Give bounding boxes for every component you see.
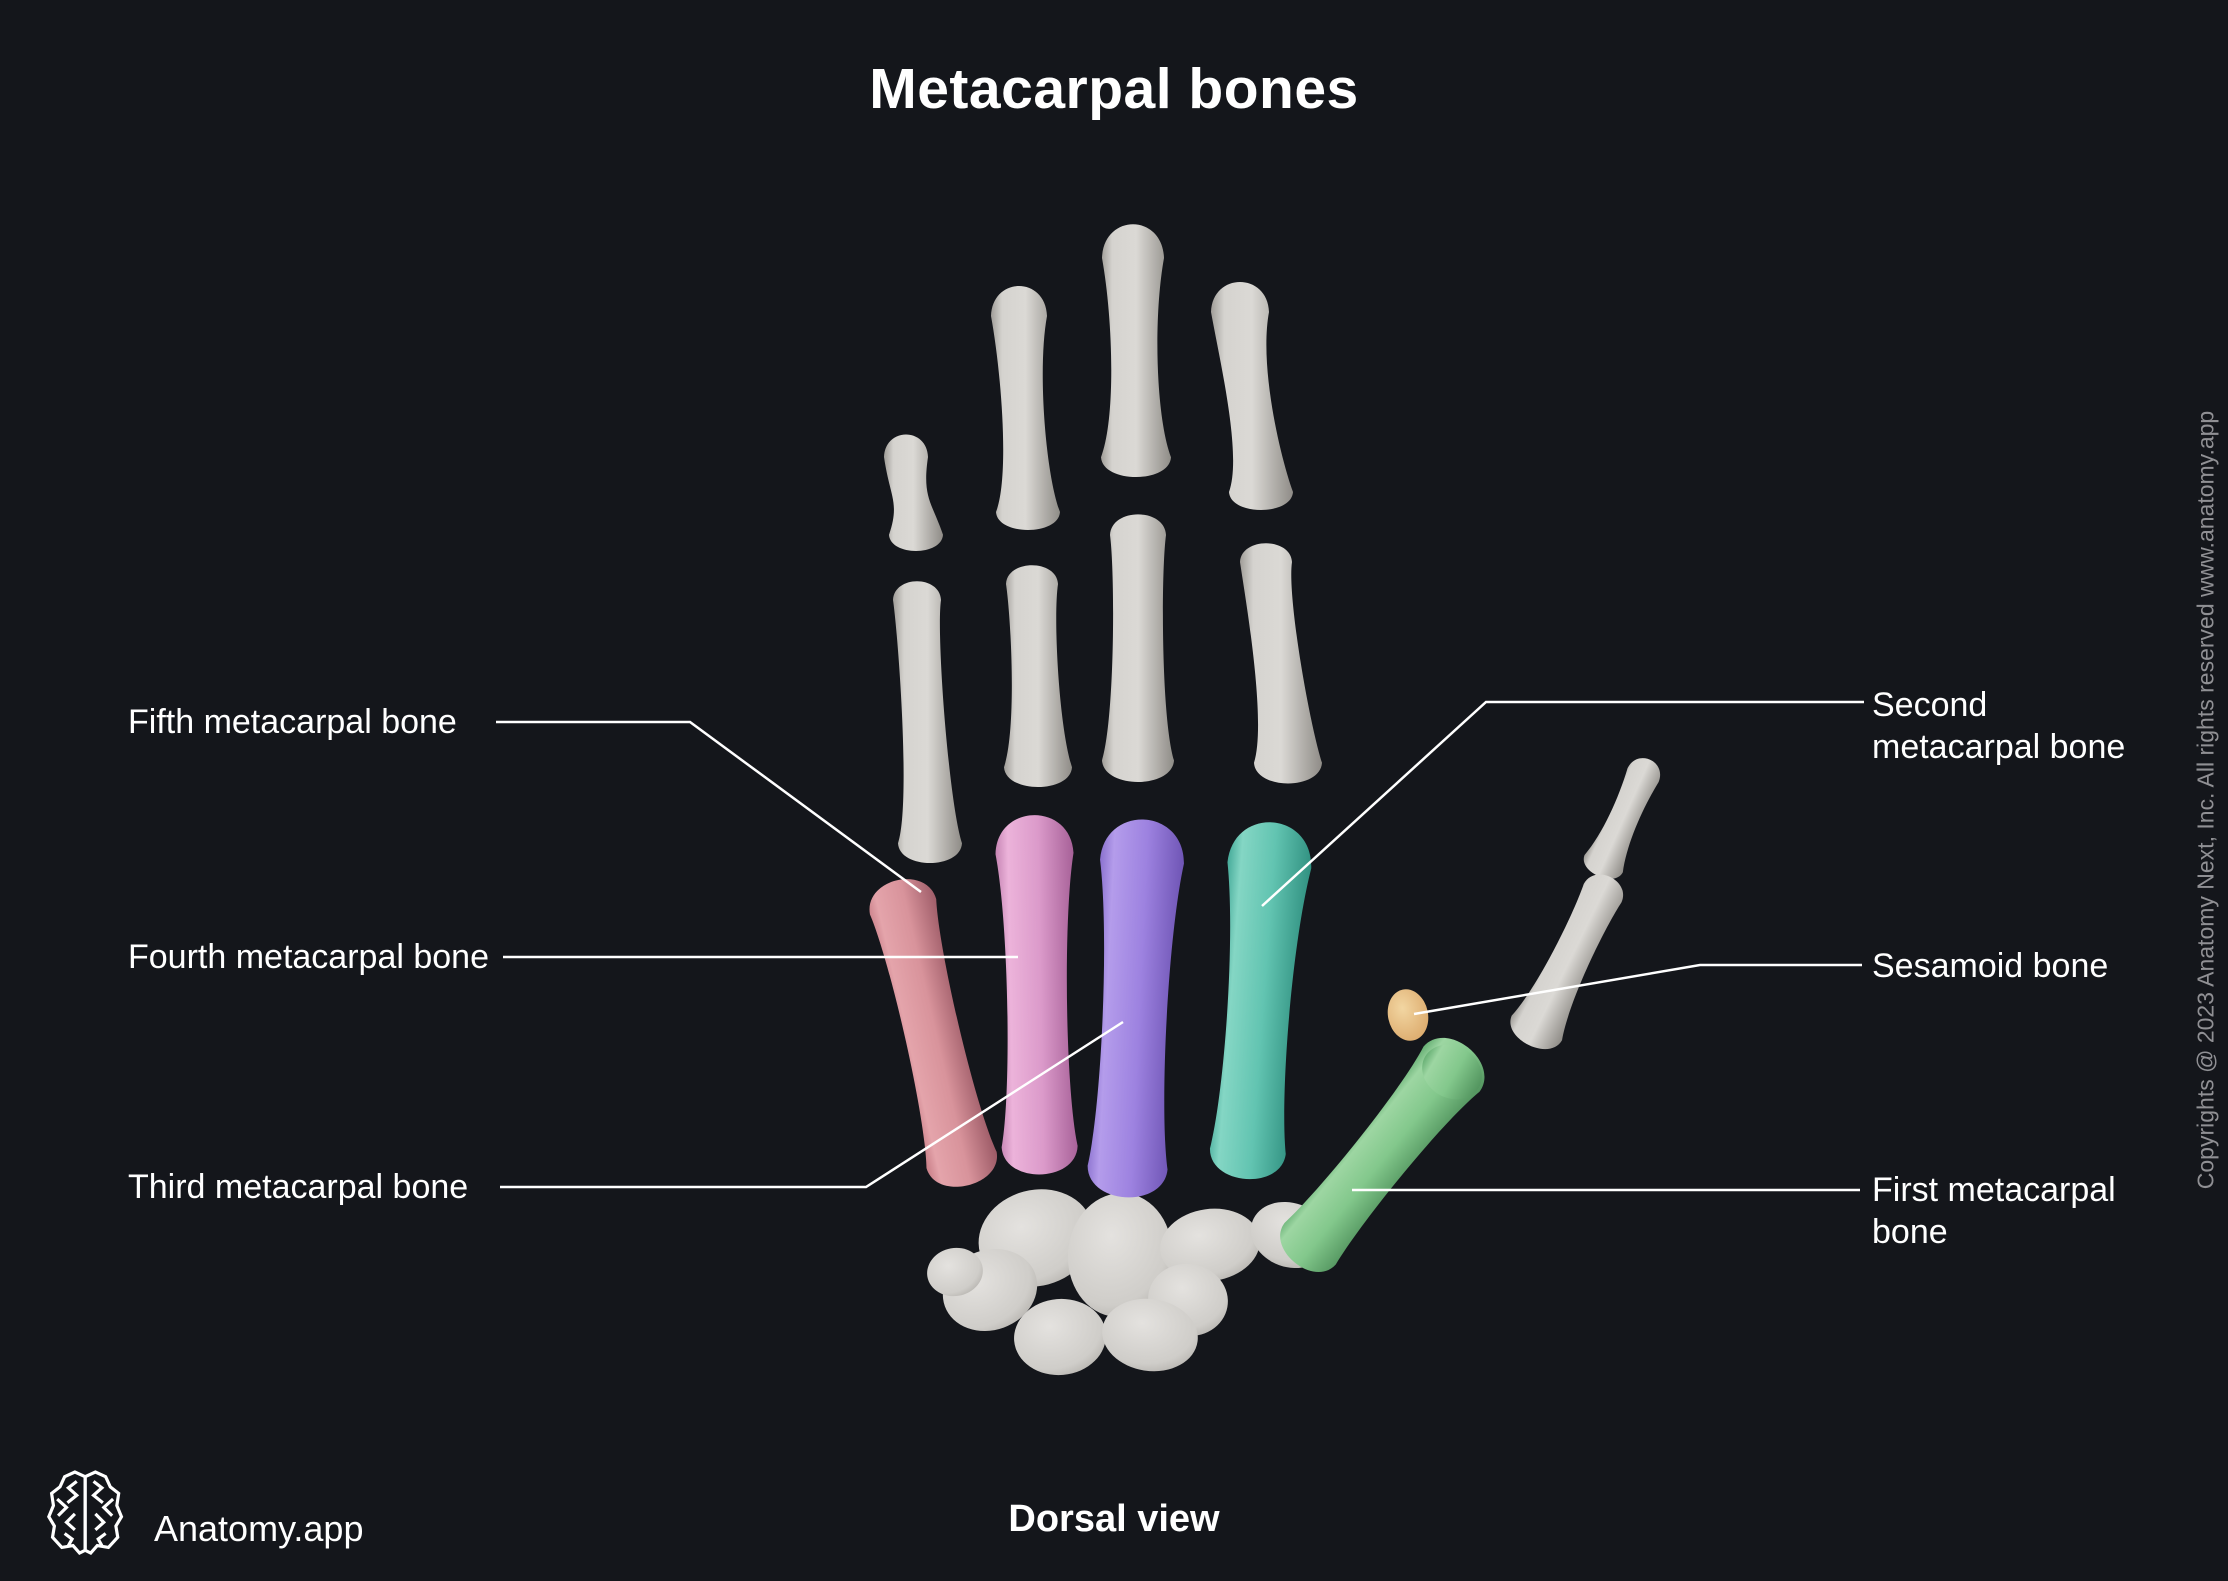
- label-fourth-metacarpal-bone: Fourth metacarpal bone: [128, 938, 489, 976]
- little-finger-middle-phalanx: [884, 434, 943, 551]
- leader-line-fifth-metacarpal: [496, 720, 922, 894]
- label-fifth-metacarpal-bone: Fifth metacarpal bone: [128, 703, 457, 741]
- label-second-metacarpal-bone: Second metacarpal bone: [1872, 686, 2126, 766]
- thumb-distal-phalanx: [1583, 758, 1661, 879]
- little-finger-proximal-phalanx: [893, 581, 962, 863]
- carpal-bone: [1102, 1298, 1198, 1372]
- thumb-proximal-phalanx: [1510, 874, 1624, 1050]
- view-label: Dorsal view: [1008, 1498, 1220, 1540]
- carpal-bone: [1160, 1208, 1260, 1282]
- index-finger-middle-phalanx: [1211, 282, 1293, 510]
- fourth-metacarpal-bone: [995, 815, 1078, 1175]
- leader-line-sesamoid: [1413, 963, 1862, 1016]
- third-metacarpal-bone: [1087, 819, 1184, 1198]
- leader-line-third-metacarpal: [500, 1020, 1124, 1189]
- first-metacarpal-head: [1422, 1044, 1482, 1100]
- copyright-text: Copyrights @ 2023 Anatomy Next, Inc. All…: [2192, 410, 2219, 1190]
- brain-icon: [47, 1470, 124, 1556]
- label-sesamoid-bone: Sesamoid bone: [1872, 947, 2109, 985]
- brand-footer: Anatomy.app: [46, 1466, 363, 1560]
- second-metacarpal-bone: [1209, 822, 1312, 1180]
- page-title: Metacarpal bones: [869, 57, 1359, 121]
- carpal-bone: [927, 1247, 983, 1297]
- ring-finger-proximal-phalanx: [1004, 565, 1072, 787]
- middle-finger-proximal-phalanx: [1102, 514, 1174, 782]
- first-metacarpal-bone: [1280, 1038, 1485, 1272]
- carpal-bone: [1014, 1298, 1106, 1376]
- middle-finger-middle-phalanx: [1101, 224, 1171, 477]
- brand-name: Anatomy.app: [154, 1508, 364, 1549]
- ring-finger-middle-phalanx: [991, 286, 1060, 530]
- carpal-bone: [1067, 1193, 1173, 1317]
- label-first-metacarpal-bone: First metacarpal bone: [1872, 1171, 2116, 1251]
- leader-line-second-metacarpal: [1261, 700, 1864, 907]
- sesamoid-bone: [1387, 989, 1429, 1041]
- index-finger-proximal-phalanx: [1240, 543, 1322, 784]
- label-third-metacarpal-bone: Third metacarpal bone: [128, 1168, 469, 1206]
